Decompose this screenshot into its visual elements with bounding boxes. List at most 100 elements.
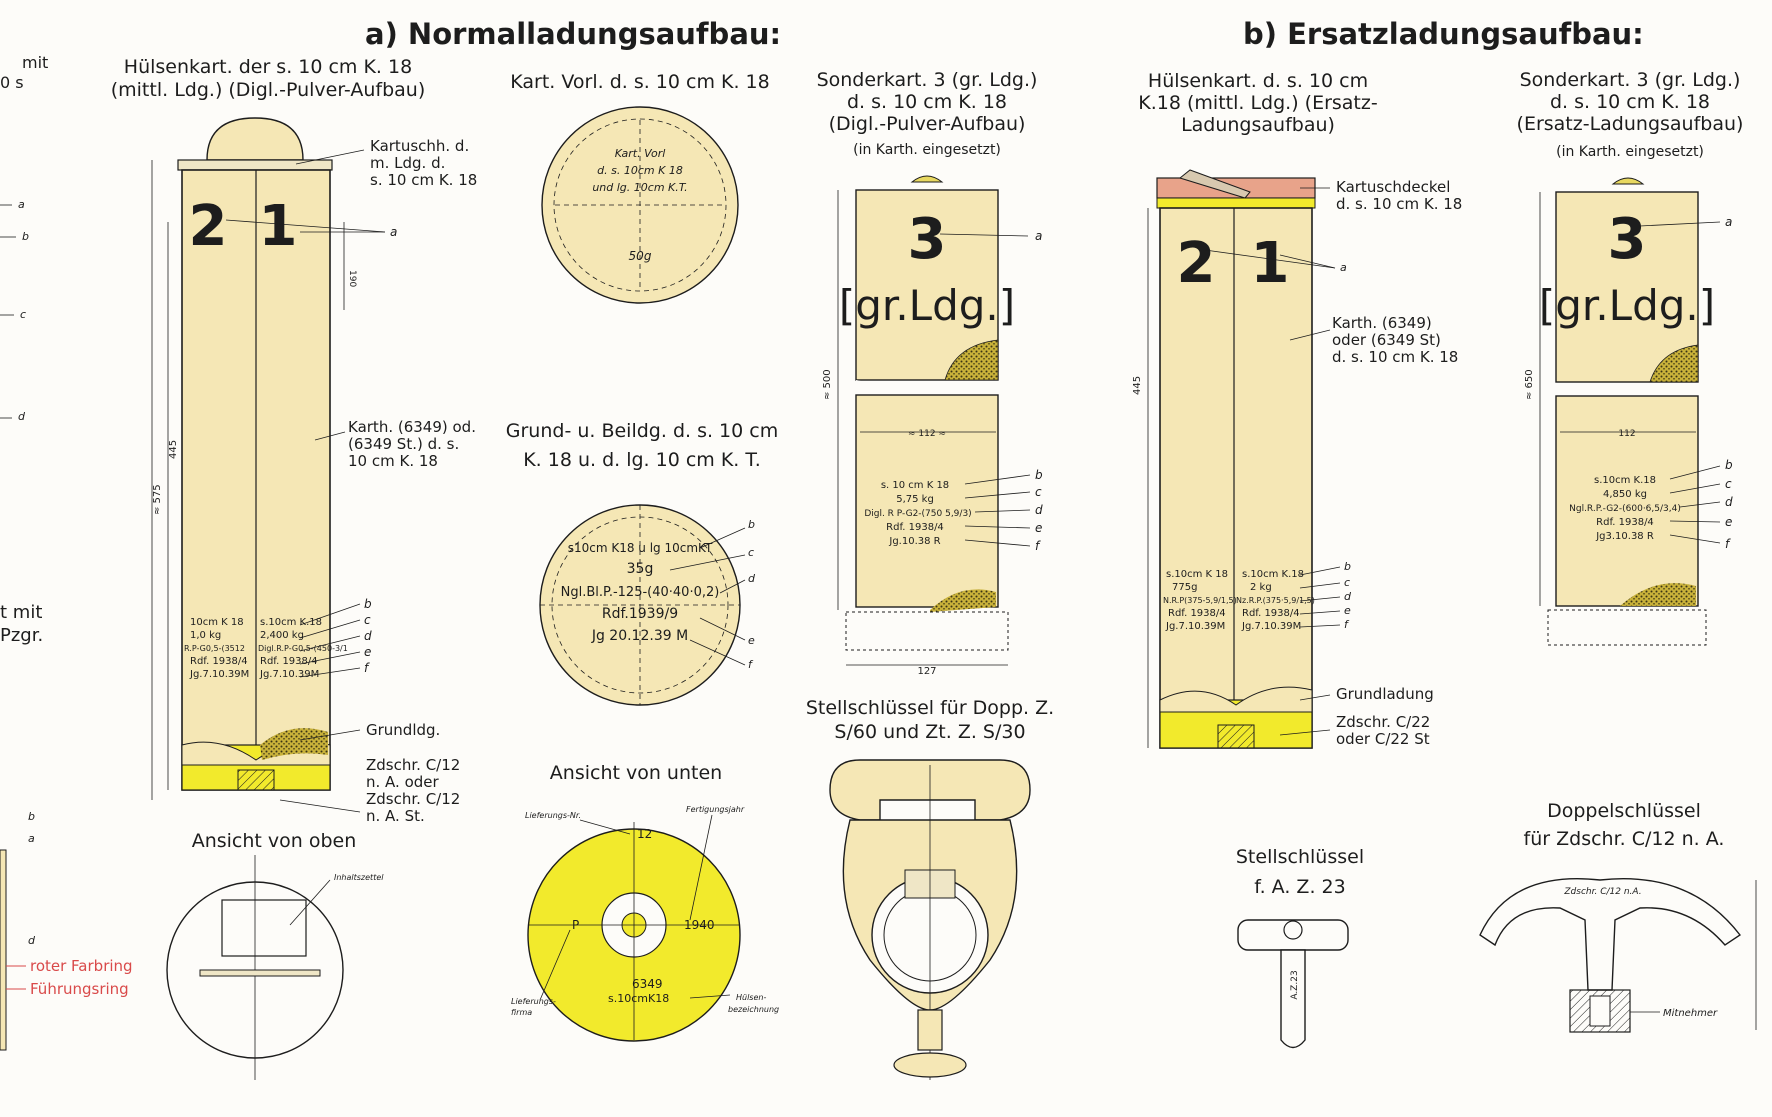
charge-designation: [gr.Ldg.] — [1539, 281, 1715, 330]
callout-letter: d — [1035, 503, 1043, 517]
figure-title: Stellschlüssel für Dopp. Z. — [806, 697, 1054, 719]
heading-normal-charge: a) Normalladungsaufbau: — [365, 17, 781, 51]
label-fuze: Zdschr. C/12 — [366, 756, 460, 774]
callout-letter: c — [1035, 485, 1042, 499]
bag-stamp: N.R.P(375-5,9/1,5) — [1163, 596, 1237, 605]
powder-visible — [1649, 344, 1699, 383]
bag-stamp: 10cm K 18 — [190, 617, 244, 628]
bag-stamp: Ngl.R.P.-G2-(600·6,5/3,4) — [1569, 504, 1681, 514]
label-bag: Karth. (6349) — [1332, 314, 1432, 332]
leader-line — [964, 474, 1031, 485]
disk-stamp: 35g — [627, 561, 654, 577]
callout-letter: c — [1344, 576, 1350, 589]
bag-stamp: 4,850 kg — [1603, 489, 1647, 500]
base-powder — [1620, 583, 1696, 606]
bag-stamp: Jg.7.10.39M — [189, 669, 249, 680]
key-hole — [1283, 920, 1303, 940]
lot-number: 6349 — [632, 977, 663, 991]
callout-letter: b — [1725, 458, 1733, 472]
leader-line — [1299, 582, 1341, 589]
double-key-handle — [1479, 877, 1742, 991]
fig-special-cartridge-3-substitute: Sonderkart. 3 (gr. Ldg.) d. s. 10 cm K. … — [1517, 69, 1744, 646]
label-cap: Kartuschh. d. — [370, 137, 469, 155]
fig-setting-key-az23: Stellschlüssel f. A. Z. 23 A.Z.23 — [1236, 846, 1364, 1049]
figure-title: K. 18 u. d. lg. 10 cm K. T. — [523, 449, 761, 471]
socket-bore — [1589, 995, 1611, 1027]
leader-line — [299, 619, 361, 639]
figure-title: d. s. 10 cm K. 18 — [1550, 91, 1710, 113]
cartridge-case — [1159, 207, 1313, 749]
note-label: Fertigungsjahr — [686, 805, 745, 814]
disk-stamp: Rdf.1939/9 — [602, 606, 678, 622]
bag-stamp: Rdf. 1938/4 — [886, 522, 944, 533]
dimension-label: 190 — [347, 270, 357, 287]
figure-title: Ladungsaufbau) — [1181, 114, 1335, 136]
callout-letter: e — [1035, 521, 1042, 535]
fragment-text: t mit — [0, 602, 42, 623]
callout-letter: e — [748, 634, 755, 647]
delivery-number: 12 — [637, 827, 652, 841]
bag-number-3: 3 — [1608, 207, 1647, 272]
figure-title: Sonderkart. 3 (gr. Ldg.) — [817, 69, 1038, 91]
callout-letter: f — [364, 661, 370, 675]
callout-letter: a — [1725, 215, 1732, 229]
leader-line — [964, 539, 1031, 547]
bag-stamp: s.10cm K.18 — [260, 617, 322, 628]
callout-letter: e — [1344, 604, 1351, 617]
callout-letter: b — [1035, 468, 1043, 482]
dimension-label: 445 — [168, 440, 179, 459]
leader-line — [689, 994, 731, 999]
leader-line — [974, 509, 1031, 513]
note-label: firma — [511, 1008, 532, 1017]
dimension-label: ≈ 650 — [1524, 369, 1535, 400]
leader-line — [299, 635, 361, 652]
figure-note: (in Karth. eingesetzt) — [1556, 144, 1704, 160]
dimension-label: 445 — [1132, 376, 1143, 395]
primer — [237, 769, 275, 791]
powder-visible — [944, 339, 999, 381]
leader-line — [299, 729, 361, 741]
case-outline-ghost — [845, 611, 1009, 651]
figure-title: (Digl.-Pulver-Aufbau) — [829, 113, 1026, 135]
bag-stamp: 2 kg — [1250, 582, 1272, 593]
leader-line — [1299, 624, 1341, 628]
label-fuze: Zdschr. C/22 — [1336, 713, 1430, 731]
fig-double-key: Doppelschlüssel für Zdschr. C/12 n. A. Z… — [1479, 800, 1757, 1033]
figure-title: Stellschlüssel — [1236, 846, 1364, 868]
bag-number-2: 2 — [189, 194, 228, 259]
bag-stamp: Nz.R.P.(375·5,9/1,5) — [1236, 596, 1315, 605]
key-shaft — [1280, 949, 1306, 1049]
bag-stamp: Rdf. 1938/4 — [190, 656, 248, 667]
leader-line — [1289, 329, 1331, 341]
bag-number-1: 1 — [1251, 231, 1290, 296]
leader-line — [1299, 596, 1341, 602]
figure-title: d. s. 10 cm K. 18 — [847, 91, 1007, 113]
note-label: Lieferungs- — [511, 997, 556, 1006]
leader-line — [289, 879, 331, 926]
fragment-text: mit — [22, 53, 48, 72]
note-label: Lieferungs-Nr. — [525, 811, 581, 820]
fig-special-cartridge-3: Sonderkart. 3 (gr. Ldg.) d. s. 10 cm K. … — [817, 69, 1043, 677]
carry-loop — [1611, 177, 1645, 185]
note-label: bezeichnung — [728, 1005, 779, 1014]
label-fuze: oder C/22 St — [1336, 730, 1430, 748]
figure-title: f. A. Z. 23 — [1254, 876, 1345, 898]
figure-title: Hülsenkart. d. s. 10 cm — [1148, 70, 1368, 92]
key-crossbar — [1237, 919, 1349, 951]
leader-line — [719, 579, 746, 594]
base-charge — [1159, 686, 1313, 713]
leader-line — [299, 603, 361, 626]
bag-stamp: Rdf. 1938/4 — [260, 656, 318, 667]
disk-stamp: und lg. 10cm K.T. — [592, 181, 687, 194]
label-bag: Karth. (6349) od. — [348, 418, 476, 436]
leader-line — [579, 819, 631, 835]
break-gap — [856, 380, 998, 395]
figure-title: (Ersatz-Ladungsaufbau) — [1517, 113, 1744, 135]
leader-line — [699, 527, 746, 549]
bag-stamp: Jg.7.10.39M — [1165, 621, 1225, 632]
left-edge-fragment: mit 0 s a b c d t mit Pzgr. b a d roter … — [0, 53, 133, 1051]
label-fuze: n. A. oder — [366, 773, 440, 791]
fragment-letter: b — [28, 810, 35, 823]
